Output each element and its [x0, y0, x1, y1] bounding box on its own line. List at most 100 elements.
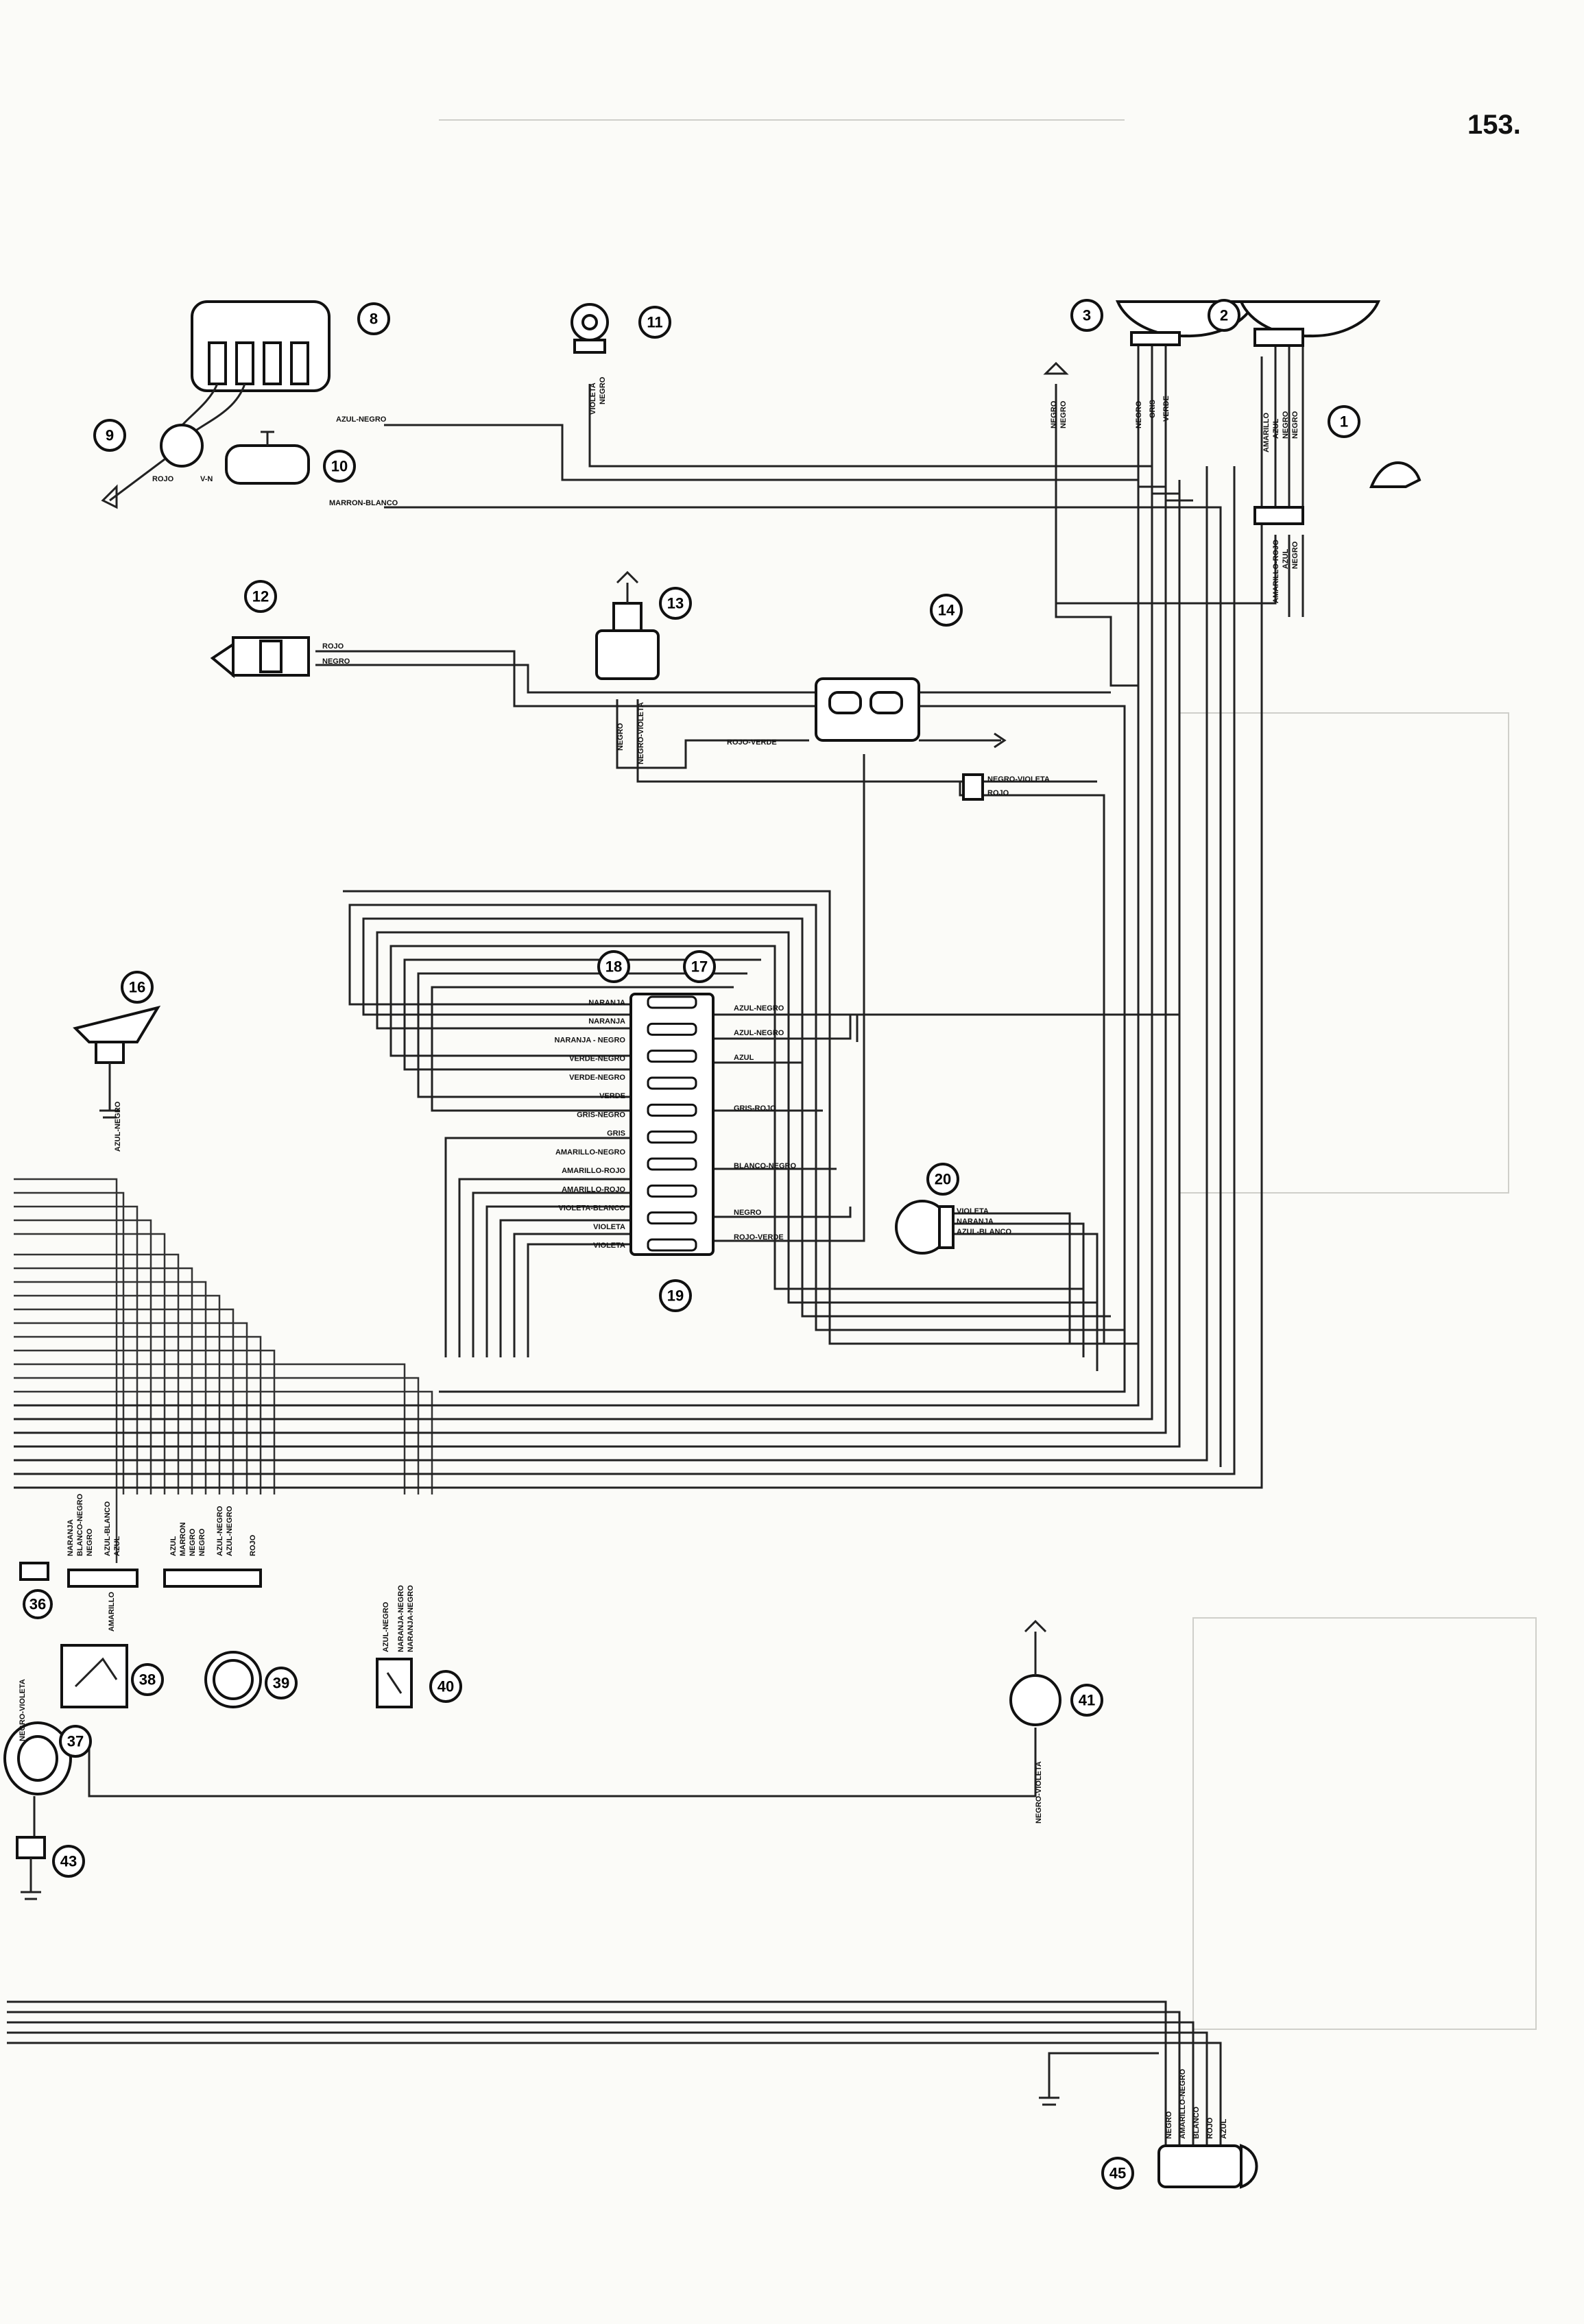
- label-c40-0: AZUL-NEGRO: [382, 1601, 390, 1652]
- svg-text:45: 45: [1109, 2165, 1126, 2182]
- label-c40-2: NARANJA-NEGRO: [407, 1585, 415, 1652]
- svg-text:39: 39: [273, 1675, 289, 1692]
- fuse-left-label: AMARILLO-ROJO: [562, 1185, 625, 1194]
- label-verde-3: VERDE: [1162, 396, 1171, 422]
- label-c38-0: NARANJA: [67, 1519, 75, 1556]
- callout-43: 43: [52, 1845, 85, 1878]
- callout-9: 9: [93, 419, 126, 452]
- label-c38-1: BLANCO-NEGRO: [76, 1494, 84, 1556]
- label-c20-1: NARANJA: [957, 1218, 994, 1226]
- label-c37: NEGRO-VIOLETA: [19, 1679, 27, 1741]
- callout-45: 45: [1101, 2157, 1134, 2190]
- callout-18: 18: [597, 950, 630, 983]
- svg-text:14: 14: [938, 602, 955, 619]
- label-c39-6: ROJO: [249, 1534, 257, 1556]
- svg-text:18: 18: [605, 958, 622, 976]
- label-violeta-11: VIOLETA: [589, 383, 597, 415]
- svg-text:3: 3: [1083, 307, 1091, 324]
- label-c39-1: MARRON: [179, 1522, 187, 1556]
- label-vn: V-N: [200, 475, 213, 483]
- label-negro-violeta-13: NEGRO-VIOLETA: [637, 702, 645, 764]
- label-c45-3: ROJO: [1206, 2117, 1214, 2139]
- label-rojo-verde-14: ROJO-VERDE: [727, 738, 777, 747]
- component-45-rear-light: [1157, 2144, 1258, 2189]
- label-c39-3: NEGRO: [198, 1528, 206, 1556]
- component-20-flasher: [895, 1200, 955, 1255]
- label-negro-3b: NEGRO: [1059, 400, 1068, 428]
- svg-text:38: 38: [139, 1671, 156, 1688]
- label-c39-0: AZUL: [169, 1536, 178, 1556]
- label-c20-0: VIOLETA: [957, 1207, 989, 1215]
- ground-symbol-top: [1043, 361, 1069, 375]
- component-16-switch: [73, 1005, 161, 1119]
- svg-text:2: 2: [1220, 307, 1228, 324]
- callout-19: 19: [659, 1279, 692, 1312]
- callout-38: 38: [131, 1663, 164, 1696]
- fuse: [647, 1157, 697, 1171]
- label-negro-violeta-right: NEGRO-VIOLETA: [987, 775, 1050, 784]
- callout-12: 12: [244, 580, 277, 613]
- label-c45-0: NEGRO: [1165, 2111, 1173, 2139]
- svg-text:20: 20: [935, 1171, 951, 1188]
- svg-text:10: 10: [331, 458, 348, 475]
- callout-1: 1: [1328, 405, 1360, 438]
- label-c38-2: NEGRO: [86, 1528, 94, 1556]
- fuse-left-label: AMARILLO-NEGRO: [555, 1148, 625, 1157]
- fuse-left-label: VIOLETA: [593, 1242, 625, 1250]
- component-14-relay: [815, 677, 1007, 749]
- label-negro-3a: NEGRO: [1050, 400, 1058, 428]
- svg-text:1: 1: [1340, 413, 1348, 431]
- label-negro-3c: NEGRO: [1135, 400, 1143, 428]
- fuse: [647, 1022, 697, 1036]
- fuse-left-label: NARANJA: [588, 999, 625, 1007]
- component-9-distributor-body: [101, 424, 204, 509]
- label-c39-2: NEGRO: [189, 1528, 197, 1556]
- fuse: [647, 1103, 697, 1117]
- svg-text:41: 41: [1079, 1692, 1095, 1709]
- fuse: [647, 1050, 697, 1063]
- component-1-side-lamp: [1253, 461, 1421, 525]
- component-8-distributor: [170, 300, 331, 446]
- fuse-left-label: VERDE: [599, 1092, 625, 1100]
- label-negro-12: NEGRO: [322, 657, 350, 666]
- callout-17: 17: [683, 950, 716, 983]
- svg-text:43: 43: [60, 1853, 77, 1870]
- ground-symbol-bottom: [1039, 2052, 1159, 2106]
- label-azul-negro: AZUL-NEGRO: [336, 415, 387, 424]
- fuse: [647, 995, 697, 1009]
- component-41-lamp: [1009, 1619, 1061, 1726]
- label-rojo-right: ROJO: [987, 789, 1009, 797]
- fuse-left-label: VERDE-NEGRO: [569, 1074, 625, 1082]
- callout-11: 11: [638, 306, 671, 339]
- wire-harness: [7, 343, 1304, 2146]
- label-c38b-0: AMARILLO: [108, 1592, 116, 1632]
- label-c20-2: AZUL-BLANCO: [957, 1228, 1011, 1236]
- label-azul-2: AZUL: [1272, 418, 1280, 439]
- label-c41: NEGRO-VIOLETA: [1035, 1761, 1043, 1824]
- label-gris-3: GRIS: [1149, 400, 1157, 418]
- svg-text:13: 13: [667, 595, 684, 612]
- fuse-right-label: NEGRO: [734, 1209, 762, 1217]
- component-17-fuse-box: [629, 993, 715, 1256]
- svg-text:36: 36: [29, 1596, 46, 1613]
- wire-labels: AZUL-NEGRO ROJO V-N MARRON-BLANCO VIOLET…: [19, 376, 1299, 2139]
- svg-text:8: 8: [370, 311, 378, 328]
- label-negro-2: NEGRO: [1282, 411, 1290, 439]
- fuse: [647, 1184, 697, 1198]
- component-2-headlamp: [1238, 300, 1381, 347]
- label-c39-5: AZUL-NEGRO: [226, 1505, 234, 1556]
- fuse-left-label: VIOLETA: [593, 1223, 625, 1231]
- callout-36: 36: [23, 1589, 53, 1619]
- callout-2: 2: [1208, 299, 1240, 332]
- label-c38-4: AZUL: [113, 1536, 121, 1556]
- label-negro-1: NEGRO: [1291, 541, 1299, 569]
- component-11-horn: [571, 303, 609, 354]
- callouts: 1 2 3 8 9 10 11 12 13 14 16 17 18 19 20 …: [23, 299, 1360, 2190]
- fuse-left-label: VIOLETA-BLANCO: [558, 1205, 625, 1213]
- component-10-coil: [225, 431, 310, 485]
- fuse-left-label: GRIS: [607, 1130, 625, 1138]
- callout-20: 20: [926, 1163, 959, 1196]
- callout-10: 10: [323, 450, 356, 483]
- label-c45-1: AMARILLO-NEGRO: [1179, 2069, 1187, 2139]
